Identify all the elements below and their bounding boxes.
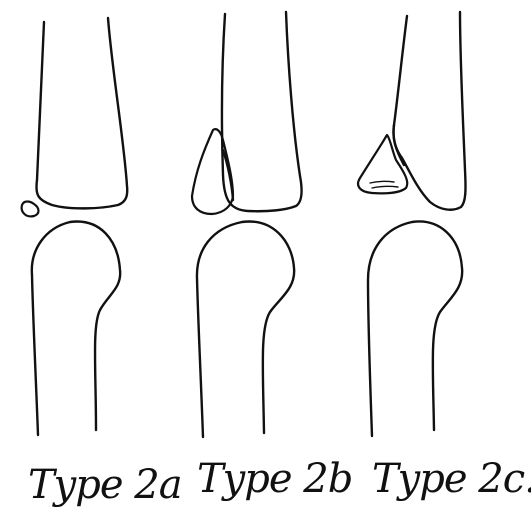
panel-type-2c bbox=[358, 12, 465, 436]
avulsion-fragment-large bbox=[192, 129, 233, 214]
avulsion-fragment-displaced bbox=[358, 135, 407, 193]
lower-bone-head bbox=[368, 221, 462, 436]
lower-bone-head bbox=[32, 222, 120, 435]
caption-type-2a: Type 2a bbox=[28, 462, 182, 508]
panel-type-2b bbox=[192, 12, 302, 437]
panel-type-2a bbox=[22, 18, 128, 435]
avulsion-fragment-small bbox=[22, 202, 39, 217]
upper-bone-shaft bbox=[393, 12, 465, 210]
caption-type-2b: Type 2b bbox=[197, 456, 352, 502]
fragment-hatching bbox=[370, 181, 398, 188]
upper-bone-shaft bbox=[36, 18, 127, 208]
lower-bone-head bbox=[197, 222, 294, 437]
caption-type-2c: Type 2c. bbox=[372, 456, 531, 502]
upper-bone-shaft bbox=[222, 12, 302, 211]
